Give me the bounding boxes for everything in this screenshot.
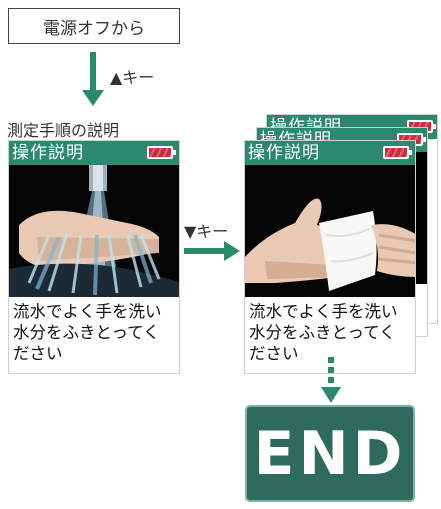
start-box: 電源オフから — [8, 8, 180, 44]
right-arrow-icon — [184, 241, 240, 261]
screen-title: 操作説明 — [248, 143, 320, 163]
end-box: END — [245, 405, 415, 502]
caption-line: 流水でよく手を洗い — [13, 302, 162, 321]
screen-caption: 流水でよく手を洗い 水分をふきとってく ださい — [13, 301, 177, 364]
key-up-label: ▲キー — [110, 68, 155, 87]
caption-line: 流水でよく手を洗い — [249, 302, 398, 321]
dotted-down-arrow-icon — [321, 357, 341, 403]
caption-line: ださい — [249, 344, 299, 363]
section-label: 測定手順の説明 — [7, 121, 120, 140]
screen-right: 操作説明 流水でよく手を洗い 水分をふきとってく ださい — [244, 140, 416, 374]
screen-title: 操作説明 — [12, 143, 84, 163]
caption-line: 水分をふきとってく — [249, 323, 396, 342]
screen-left: 操作説明 流水でよく手を洗い 水分をふきとってく ださい — [8, 140, 180, 374]
key-down-label: ▼キー — [184, 222, 229, 241]
handdry-image — [245, 165, 415, 297]
caption-line: ださい — [13, 344, 63, 363]
battery-icon — [147, 146, 176, 159]
handwash-image — [9, 165, 179, 297]
caption-line: 水分をふきとってく — [13, 323, 160, 342]
down-arrow-icon — [82, 52, 104, 106]
battery-icon — [383, 146, 412, 159]
screen-caption: 流水でよく手を洗い 水分をふきとってく ださい — [249, 301, 413, 364]
